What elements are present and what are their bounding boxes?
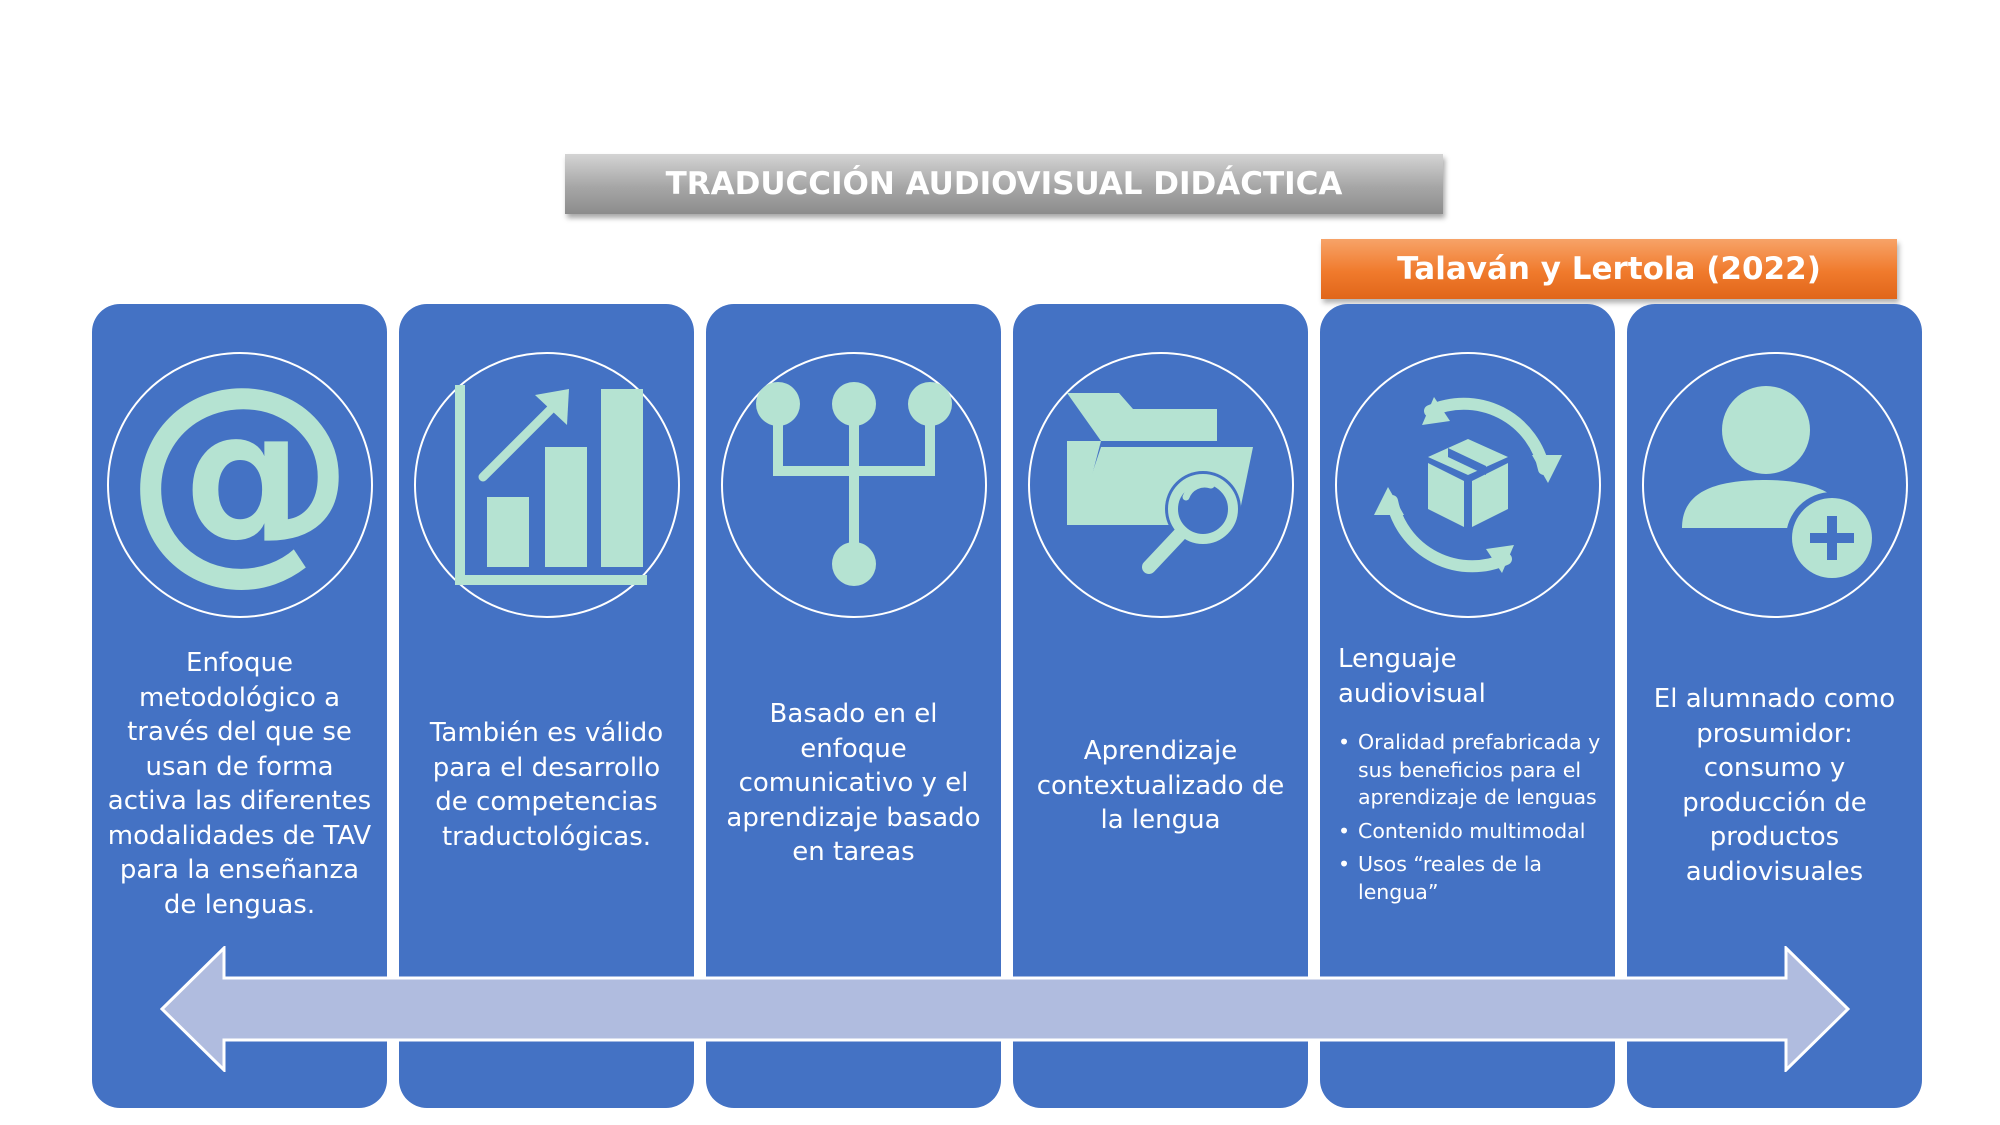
icon-circle: @: [107, 352, 373, 618]
column-text: Aprendizaje contextualizado de la lengua: [1036, 736, 1285, 835]
merge-diagram-icon: [756, 382, 952, 586]
column-contextualized-learning: Aprendizaje contextualizado de la lengua: [1013, 304, 1308, 1108]
bullet-list: Oralidad prefabricada y sus beneficios p…: [1338, 729, 1601, 906]
column-text: También es válido para el desarrollo de …: [429, 718, 664, 852]
user-add-icon: [1682, 386, 1878, 584]
column-text: Enfoque metodológico a través del que se…: [107, 648, 372, 920]
bullet-item: Oralidad prefabricada y sus beneficios p…: [1338, 729, 1601, 812]
column-text: Lenguaje audiovisual Oralidad prefabrica…: [1338, 642, 1601, 912]
column-audiovisual-language: Lenguaje audiovisual Oralidad prefabrica…: [1320, 304, 1615, 1108]
bullet-item: Contenido multimodal: [1338, 818, 1601, 846]
icon-circle: [1335, 352, 1601, 618]
at-sign-icon: @: [135, 380, 345, 590]
icon-circle: [414, 352, 680, 618]
column-translation-competences: También es válido para el desarrollo de …: [399, 304, 694, 1108]
column-methodological-approach: @ Enfoque metodológico a través del que …: [92, 304, 387, 1108]
column-heading: Lenguaje audiovisual: [1338, 644, 1486, 709]
author-citation: Talaván y Lertola (2022): [1321, 239, 1897, 299]
double-arrow-icon: [160, 946, 1850, 1072]
growth-chart-icon: [455, 385, 647, 585]
column-text: El alumnado como prosumidor: consumo y p…: [1653, 684, 1896, 887]
icon-circle: [1028, 352, 1294, 618]
icon-circle: [1642, 352, 1908, 618]
folder-search-icon: [1067, 393, 1253, 574]
bullet-item: Usos “reales de la lengua”: [1338, 851, 1601, 906]
column-text: Basado en el enfoque comunicativo y el a…: [726, 699, 981, 867]
column-prosumer: El alumnado como prosumidor: consumo y p…: [1627, 304, 1922, 1108]
diagram-title: TRADUCCIÓN AUDIOVISUAL DIDÁCTICA: [565, 154, 1443, 214]
icon-circle: [721, 352, 987, 618]
column-communicative-approach: Basado en el enfoque comunicativo y el a…: [706, 304, 1001, 1108]
svg-text:@: @: [135, 380, 345, 590]
box-cycle-icon: [1374, 397, 1562, 573]
